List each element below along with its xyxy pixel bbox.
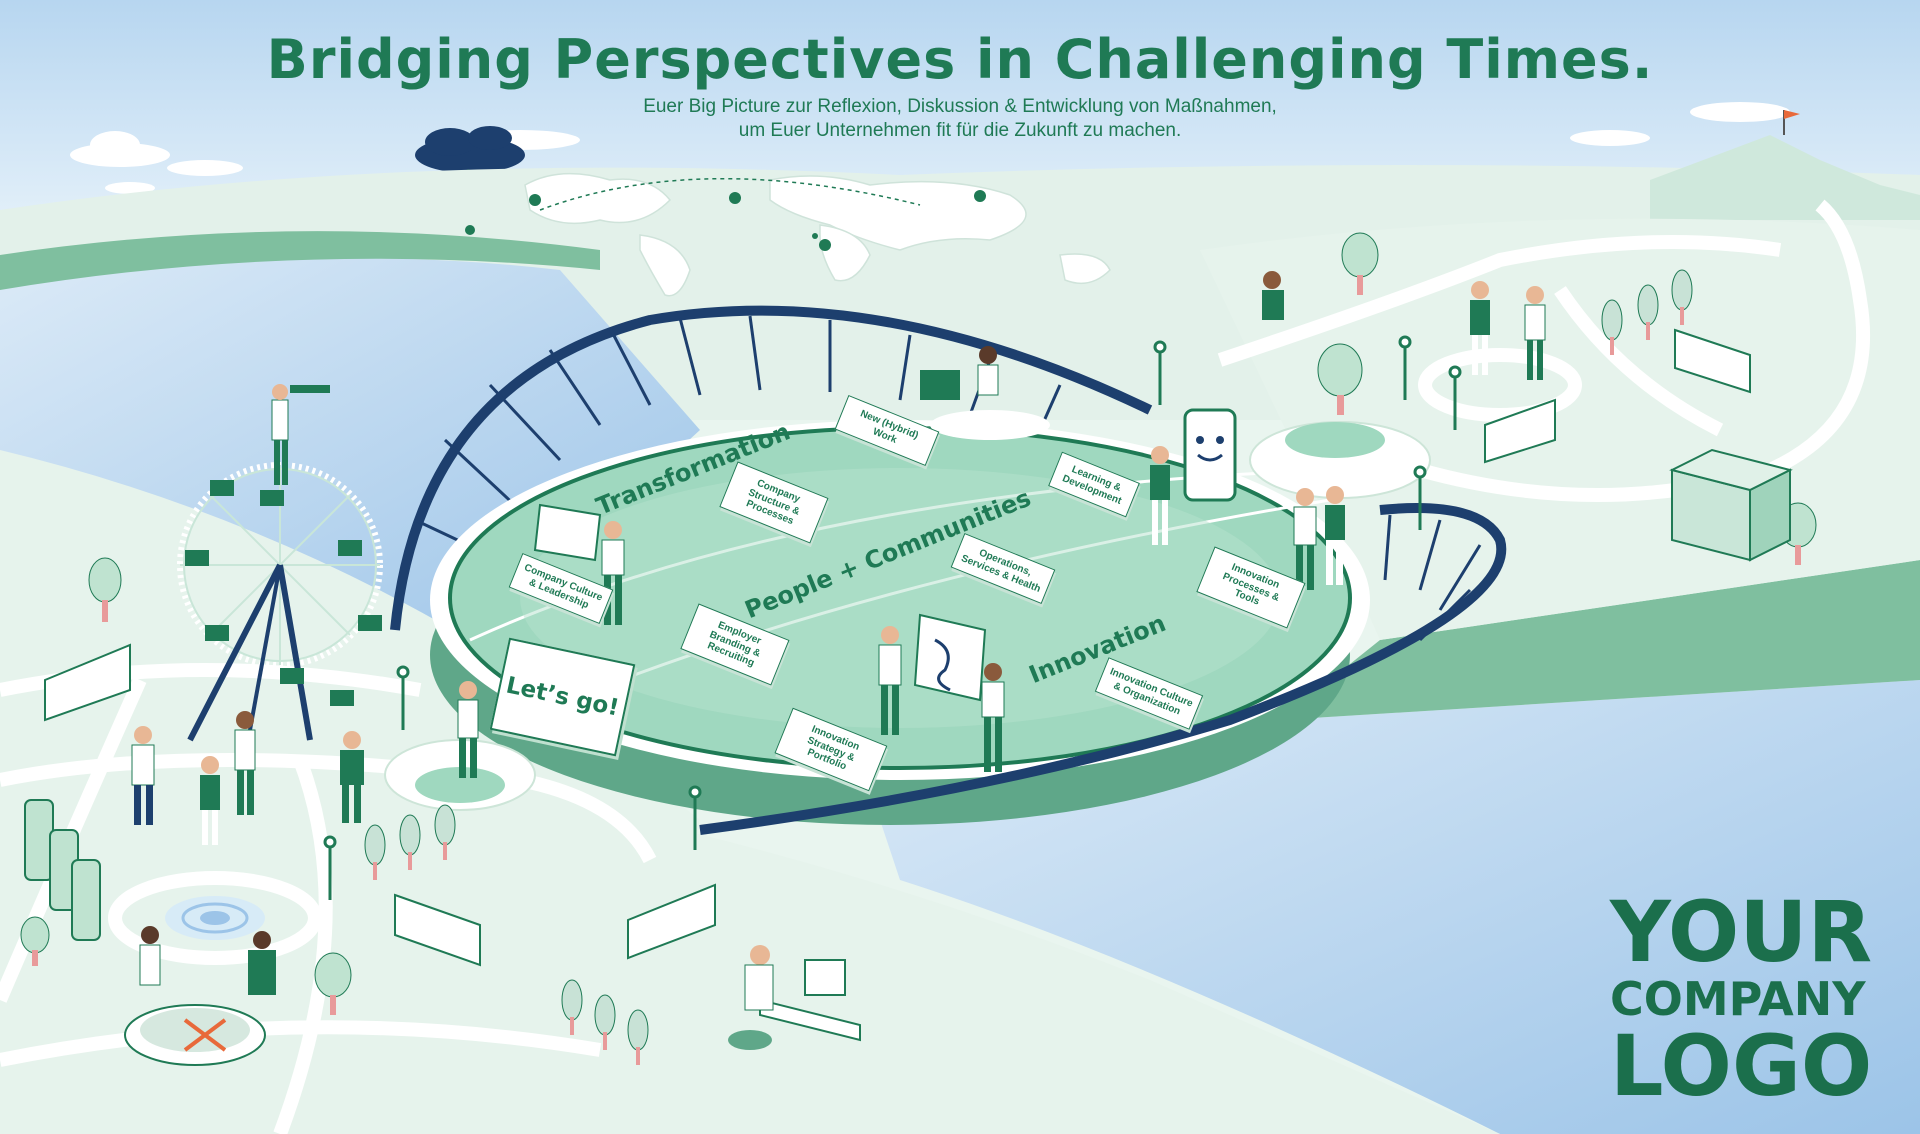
round-table bbox=[124, 1004, 266, 1066]
logo-line-1: YOUR bbox=[1610, 883, 1873, 981]
subtitle-line-1: Euer Big Picture zur Reflexion, Diskussi… bbox=[643, 96, 1277, 117]
silos bbox=[24, 799, 101, 941]
bridge-arch-back bbox=[390, 305, 1153, 631]
mountain bbox=[1650, 135, 1920, 220]
people bbox=[131, 271, 1546, 995]
ferris-gondolas bbox=[185, 480, 382, 706]
bridge-arch-front bbox=[699, 503, 1507, 835]
subtitle-line-2: um Euer Unternehmen fit für die Zukunft … bbox=[738, 120, 1182, 141]
logo-line-3: LOGO bbox=[1610, 1017, 1873, 1115]
virus-icons bbox=[465, 190, 986, 251]
river-bank-right bbox=[1280, 560, 1920, 720]
trees bbox=[20, 232, 1817, 1065]
tablet-mascot bbox=[1183, 408, 1237, 502]
ground-bottom bbox=[600, 820, 1500, 1134]
flag-icon bbox=[1784, 110, 1800, 119]
target bbox=[165, 896, 265, 940]
person-telescope bbox=[271, 384, 330, 485]
river-bank-left bbox=[0, 231, 600, 290]
desk-worker bbox=[728, 945, 861, 1050]
office-building bbox=[1669, 448, 1793, 562]
logo-line-2: COMPANY bbox=[1610, 972, 1866, 1026]
company-logo: YOUR COMPANY LOGO bbox=[1610, 890, 1890, 1108]
computer-desk bbox=[920, 370, 1050, 440]
lamp-posts bbox=[323, 335, 1462, 900]
ground-left bbox=[0, 450, 700, 1134]
maze-map bbox=[913, 613, 987, 702]
paths-right bbox=[1217, 199, 1870, 502]
billboards bbox=[44, 328, 1751, 967]
puzzle-board bbox=[533, 503, 602, 562]
page-title: Bridging Perspectives in Challenging Tim… bbox=[266, 28, 1654, 91]
bridge-cables bbox=[414, 315, 1062, 562]
